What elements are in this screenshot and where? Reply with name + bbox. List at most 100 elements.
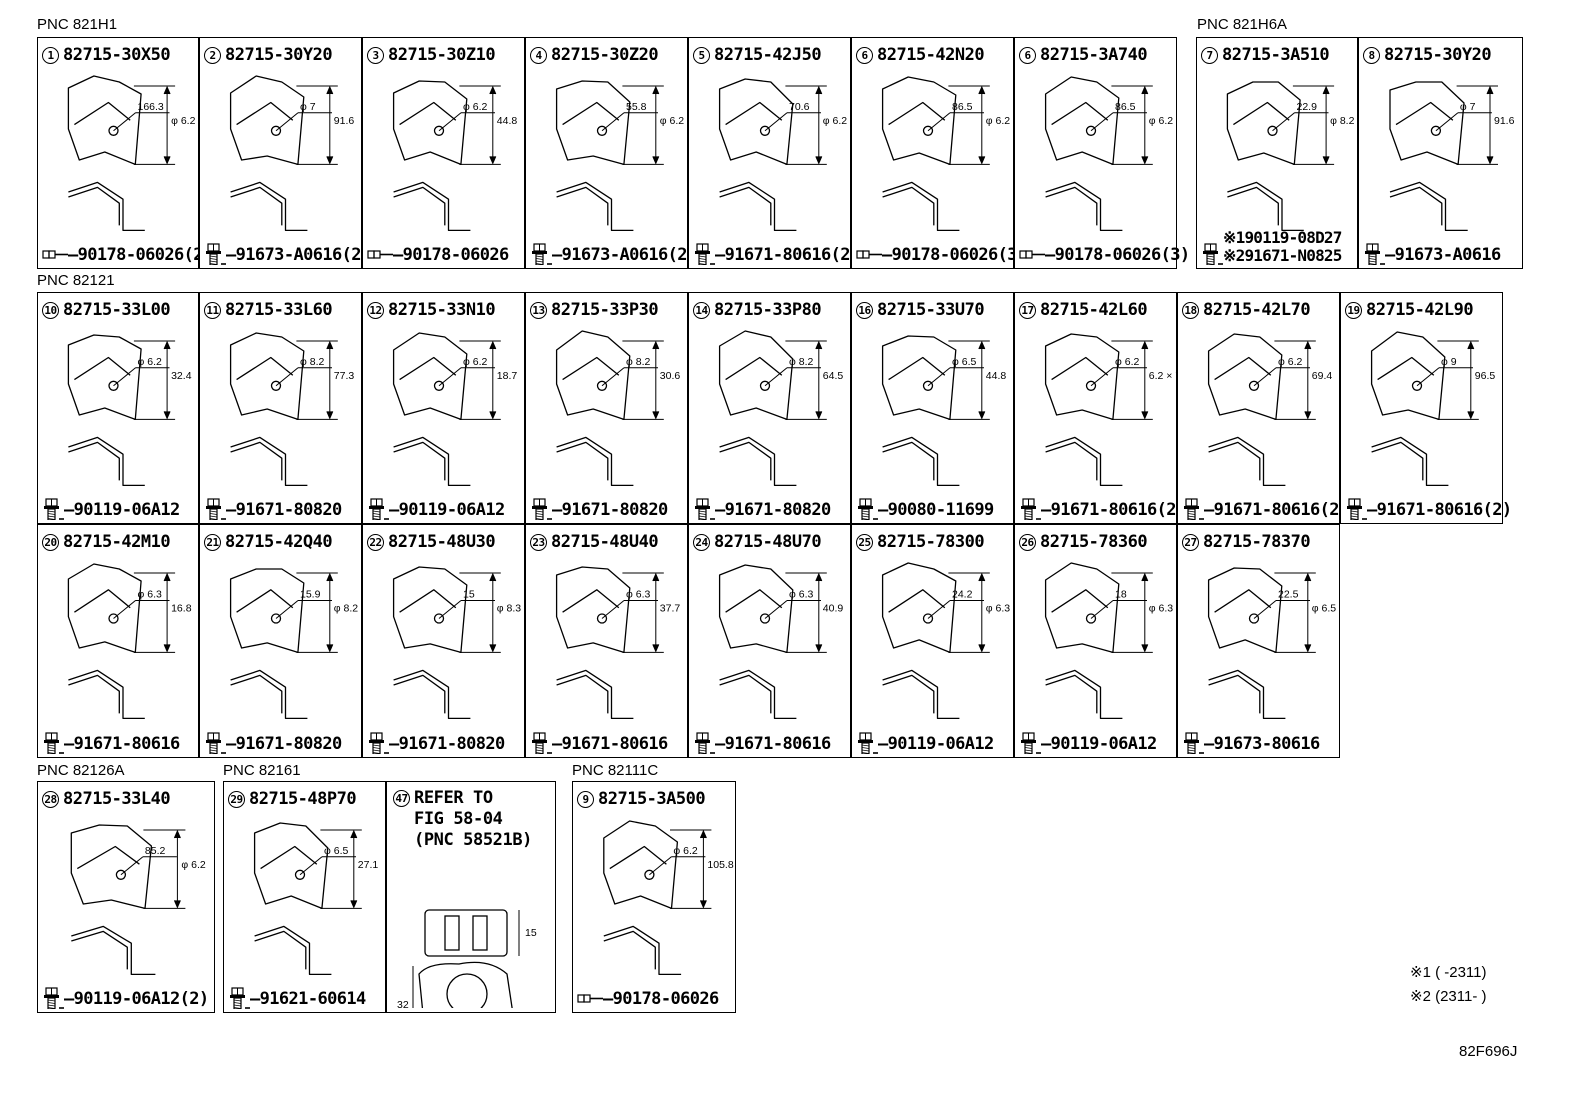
part-number: 82715-42J50 [714, 45, 822, 65]
callout-number: 3 [367, 46, 384, 64]
pnc-label: PNC 821H6A [1197, 16, 1288, 33]
fastener-row: —91671-80616(2) [1345, 498, 1512, 520]
fastener-row: —91671-80616 [693, 732, 831, 754]
fastener-part-number: 91671-80616 [724, 734, 832, 754]
stud-icon [42, 250, 68, 259]
fastener-part-number: 91671-80820 [561, 500, 669, 520]
part-illustration: 96.5φ 9 [1370, 331, 1496, 487]
dimension-label: φ 6.2 [138, 356, 162, 368]
dimension-label: 85.2 [145, 845, 166, 857]
fastener-part-number: 91673-A0616(2) [561, 245, 697, 265]
fastener-part-number: 91671-80616 [73, 734, 181, 754]
pnc-label: PNC 82121 [37, 272, 115, 289]
bracket-drawing [603, 820, 682, 976]
part-illustration: 105.8φ 6.2 [603, 820, 734, 976]
fastener-row: —91671-80820 [530, 498, 668, 520]
fastener-part-number: 91671-80616(2) [1050, 500, 1186, 520]
dimension-label: 96.5 [1475, 370, 1496, 382]
part-number: 82715-48U40 [551, 532, 659, 552]
leader-dash: — [1385, 245, 1395, 265]
part-illustration: 6.2 × 7.8φ 6.2 [1044, 333, 1176, 487]
dimension-label: φ 6.2 [673, 845, 697, 857]
bracket-drawing [1044, 76, 1123, 232]
bracket-drawing [392, 80, 471, 232]
leader-dash: — [250, 989, 260, 1009]
pnc-label: PNC 82111C [572, 762, 659, 779]
leader-dash: — [1045, 245, 1055, 265]
leader-dash: — [1041, 500, 1051, 520]
part-illustration: φ 8.222.9 [1226, 81, 1355, 232]
flange-bolt-icon [206, 243, 226, 265]
part-illustration: 27.1φ 6.5 [253, 822, 378, 976]
part-number: 82715-78370 [1203, 532, 1311, 552]
leader-dash: — [878, 500, 888, 520]
part-number: 82715-33P30 [551, 300, 659, 320]
flange-bolt-icon [44, 498, 64, 520]
leader-dash: — [1041, 734, 1051, 754]
fastener-part-number: 90178-06026(3) [891, 245, 1027, 265]
part-illustration: φ 6.522.5 [1207, 567, 1336, 720]
fastener-row: —91671-80820 [204, 498, 342, 520]
part-number: 82715-30X50 [63, 45, 171, 65]
fastener-row: —91671-80820 [204, 732, 342, 754]
bracket-drawing [1044, 333, 1123, 487]
dimension-label: 6.2 × 7.8 [1149, 370, 1176, 382]
fastener-part-number: 91621-60614 [259, 989, 367, 1009]
part-illustration: 77.3φ 8.2 [229, 332, 354, 487]
leader-dash: — [1367, 500, 1377, 520]
callout-number: 1 [42, 46, 59, 64]
fastener-part-number: 91673-80616 [1213, 734, 1321, 754]
part-number: 82715-33P80 [714, 300, 822, 320]
stud-icon [1019, 250, 1045, 259]
callout-number: 27 [1182, 533, 1199, 551]
callout-number: 28 [42, 790, 59, 808]
dimension-label: 44.8 [497, 115, 518, 127]
dimension-label: 70.6 [789, 101, 810, 113]
stud-icon [577, 994, 603, 1003]
bracket-drawing [881, 76, 960, 232]
fastener-row: —91671-80616(2) [1182, 498, 1349, 520]
fastener-part-number: 90178-06026(2) [77, 245, 213, 265]
dimension-label: 44.8 [986, 370, 1007, 382]
flange-bolt-icon [1021, 732, 1041, 754]
fastener-row: —90178-06026 [577, 987, 719, 1009]
dimension-label: 55.8 [626, 101, 647, 113]
